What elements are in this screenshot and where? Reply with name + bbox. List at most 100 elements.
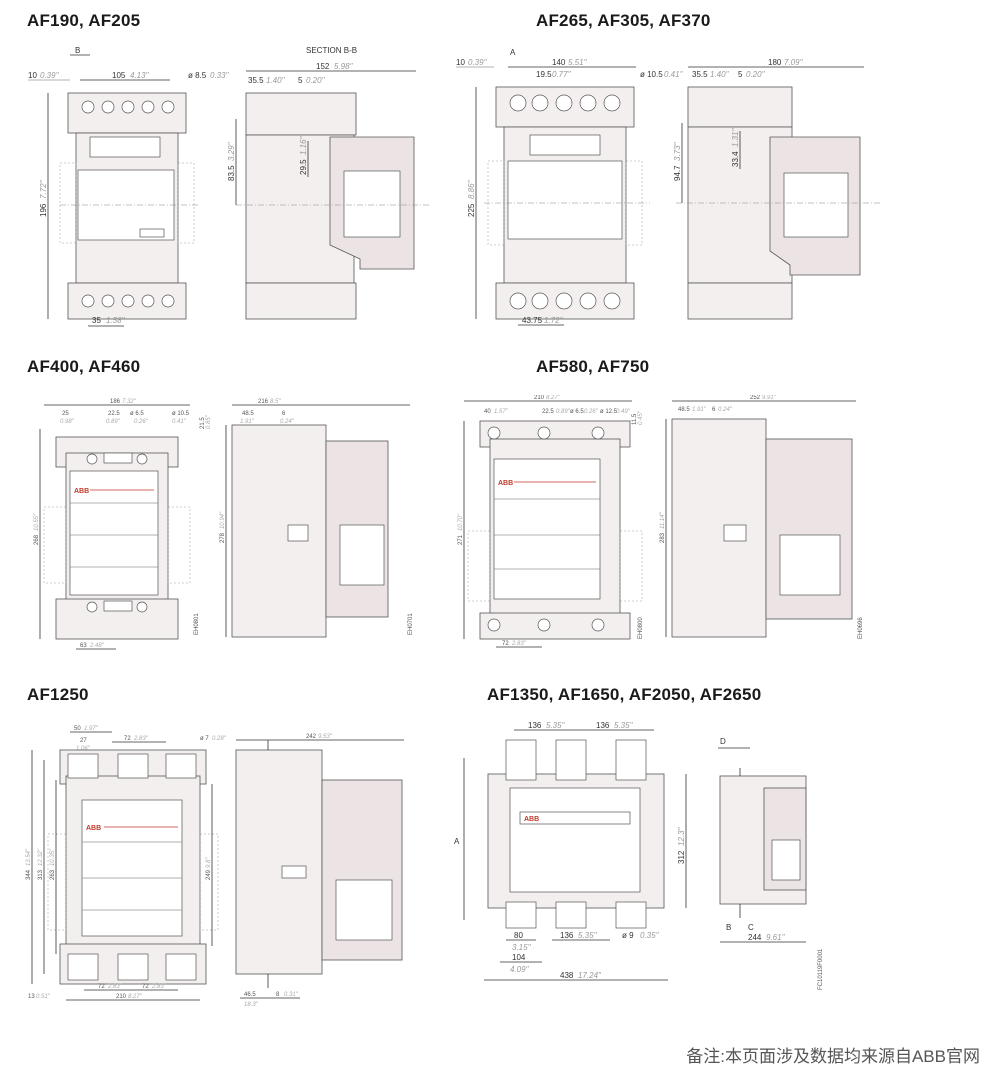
- dim-72-inch: 2.83": [511, 641, 527, 647]
- footer-note: 备注:本页面涉及数据均来源自ABB官网: [686, 1047, 980, 1066]
- dim-263: 263: [50, 869, 56, 880]
- dim-210: 210: [116, 994, 127, 1000]
- dim-dia-7: ø 7: [200, 736, 209, 742]
- dim-13: 13: [28, 994, 35, 1000]
- dim-25: 25: [62, 411, 69, 417]
- dim-249: 249: [206, 869, 212, 880]
- dim-72-c-inch: 2.83": [151, 984, 167, 990]
- dim-43-75-inch: 1.72": [544, 316, 564, 325]
- dim-dia-9-inch: 0.35": [640, 931, 660, 940]
- title-af580: AF580, AF750: [536, 357, 650, 376]
- dim-263-inch: 10.35": [50, 848, 56, 866]
- dim-10: 10: [456, 58, 465, 67]
- dim-5-inch: 0.20": [306, 76, 326, 85]
- dim-21-5: 21.5: [200, 417, 206, 429]
- dim-210: 210: [534, 395, 545, 401]
- dim-13-inch: 0.51": [36, 994, 51, 1000]
- drawing-code-1: EH0801: [194, 613, 200, 635]
- dim-dia-6-5-inch: 0.26": [584, 409, 599, 415]
- title-af1350: AF1350, AF1650, AF2050, AF2650: [487, 685, 762, 704]
- dim-344: 344: [26, 869, 32, 880]
- dim-10-inch: 0.39": [468, 58, 488, 67]
- dim-40: 40: [484, 409, 491, 415]
- dim-216: 216: [258, 399, 269, 405]
- drawing-code-2: EH0701: [408, 613, 414, 635]
- dim-dia-10-5: ø 10.5: [640, 70, 663, 79]
- dim-6-inch: 0.24": [280, 419, 295, 425]
- dim-11-5-inch: 0.45": [638, 410, 644, 425]
- dim-8: 8: [276, 992, 280, 998]
- dim-104-inch: 4.09": [510, 965, 530, 974]
- dim-35-inch: 1.38": [106, 316, 126, 325]
- dim-dia-9: ø 9: [622, 931, 634, 940]
- dim-50: 50: [74, 726, 81, 732]
- dim-dia-12-5: ø 12.5: [600, 409, 618, 415]
- abb-logo: ABB: [498, 480, 513, 487]
- dim-6: 6: [712, 407, 716, 413]
- dim-dia-8-5: ø 8.5: [188, 71, 207, 80]
- dim-dia-10-5-inch: 0.41": [172, 419, 187, 425]
- title-af190: AF190, AF205: [27, 11, 141, 30]
- dim-252: 252: [750, 395, 761, 401]
- dim-46-5-inch: 18.3": [244, 1002, 259, 1008]
- dim-25-inch: 0.98": [60, 419, 75, 425]
- dim-29-5: 29.5: [299, 159, 308, 175]
- dim-136-b: 136: [596, 721, 610, 730]
- dim-40-inch: 1.57": [494, 409, 509, 415]
- dim-35-5: 35.5: [692, 70, 708, 79]
- dim-11-5: 11.5: [632, 413, 638, 425]
- dim-72: 72: [124, 736, 131, 742]
- dim-72: 72: [502, 641, 509, 647]
- dim-5: 5: [738, 70, 743, 79]
- dim-136-c-inch: 5.35": [578, 931, 598, 940]
- dim-dia-7-inch: 0.28": [212, 736, 227, 742]
- dim-136-a: 136: [528, 721, 542, 730]
- dim-35-5: 35.5: [248, 76, 264, 85]
- dim-27: 27: [80, 738, 87, 744]
- dim-80: 80: [514, 931, 523, 940]
- dim-72-inch: 2.83": [133, 736, 149, 742]
- dim-dia-6-5-inch: 0.26": [134, 419, 149, 425]
- dim-63-inch: 2.48": [89, 643, 105, 649]
- dim-180: 180: [768, 58, 782, 67]
- dim-dia-10-5-inch: 0.41": [664, 70, 684, 79]
- drawing-af580: 210 8.27" 40 1.57" 22.5 0.89" ø 6.5 0.26…: [458, 395, 864, 648]
- dim-244-inch: 9.61": [766, 933, 786, 942]
- dim-244: 244: [748, 933, 762, 942]
- dim-35-5-inch: 1.40": [710, 70, 730, 79]
- dim-225-inch: 8.86": [467, 179, 476, 199]
- dim-27-inch: 1.06": [76, 746, 91, 752]
- dim-438-inch: 17.24": [578, 971, 602, 980]
- dim-105: 105: [112, 71, 126, 80]
- dim-50-inch: 1.97": [84, 726, 99, 732]
- title-af400: AF400, AF460: [27, 357, 141, 376]
- dim-152: 152: [316, 62, 330, 71]
- dim-104: 104: [512, 953, 526, 962]
- dim-dia-12-5-inch: 0.49": [616, 409, 631, 415]
- dim-22-5-inch: 0.89": [556, 409, 571, 415]
- dim-344-inch: 13.54": [26, 848, 32, 866]
- dim-83-5-inch: 3.29": [227, 141, 236, 161]
- dim-313: 313: [38, 869, 44, 880]
- dim-22-5-inch: 0.89": [106, 419, 121, 425]
- dim-48-5-inch: 1.91": [692, 407, 707, 413]
- dim-80-inch: 3.15": [512, 943, 532, 952]
- dim-46-5: 46.5: [244, 992, 256, 998]
- dim-29-5-inch: 1.16": [299, 135, 308, 155]
- dim-438: 438: [560, 971, 574, 980]
- dim-210-inch: 8.27": [546, 395, 561, 401]
- dim-5-inch: 0.20": [746, 70, 766, 79]
- dim-72-b: 72: [98, 984, 105, 990]
- drawing-code: FC10119F0001: [818, 948, 824, 990]
- dim-83-5: 83.5: [227, 165, 236, 181]
- dim-8-inch: 0.31": [284, 992, 299, 998]
- dim-186-inch: 7.32": [122, 399, 137, 405]
- dim-19-5-inch: 0.77": [552, 70, 572, 79]
- dim-22-5: 22.5: [542, 409, 554, 415]
- dim-6: 6: [282, 411, 286, 417]
- dim-278: 278: [220, 532, 226, 543]
- dim-312: 312: [677, 850, 686, 864]
- dim-268-inch: 10.55": [34, 513, 40, 531]
- dim-152-inch: 5.98": [334, 62, 354, 71]
- abb-logo: ABB: [74, 488, 89, 495]
